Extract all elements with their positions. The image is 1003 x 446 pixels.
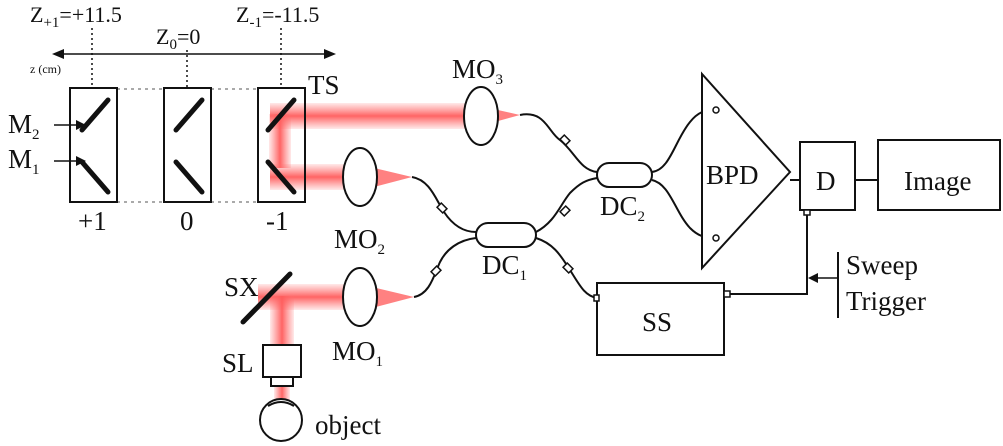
z-axis-arrow-right: [324, 49, 336, 59]
beam-mo2-focus: [370, 167, 412, 188]
mirror-m2-zero: [173, 97, 205, 133]
connector-1: [558, 133, 572, 147]
m1-arrow-head: [76, 156, 86, 166]
connector-5: [561, 261, 575, 275]
mirror-pair-minus1: [257, 87, 306, 203]
dc1-label: DC1: [482, 250, 527, 284]
mo2-lens: [342, 147, 378, 207]
object-label: object: [315, 410, 381, 440]
wire-ss-d: [730, 215, 808, 295]
sx-scanner-mirror: [240, 271, 293, 325]
beam-ts-vertical: [269, 114, 291, 168]
bpd-input-top: [712, 106, 720, 114]
bpd-input-bottom: [712, 234, 720, 242]
beam-ts-to-mo3: [270, 103, 480, 129]
position-zero-label: 0: [180, 206, 194, 236]
ss-label: SS: [642, 307, 672, 337]
position-plus1-label: +1: [78, 206, 107, 236]
bpd-label: BPD: [706, 160, 759, 190]
d-trigger-port: [803, 209, 811, 216]
mo1-lens: [342, 267, 378, 327]
sweep-trigger-arrow-head: [808, 273, 818, 283]
z-minus-label: Z-1=-11.5: [236, 2, 319, 31]
mirror-m1-zero: [173, 159, 205, 195]
sx-label: SX: [224, 272, 259, 302]
beam-sx-to-sl: [270, 296, 294, 346]
z-axis-label: z (cm): [30, 62, 61, 76]
z-plus-label: Z+1=+11.5: [30, 2, 122, 31]
d-digitizer: [799, 141, 856, 211]
object-eye-lens: [267, 401, 295, 407]
dc2-label: DC2: [600, 191, 645, 225]
d-label: D: [816, 166, 836, 196]
beam-mo1-focus: [372, 287, 414, 308]
mirror-m1-plus1: [79, 159, 111, 195]
fiber-mo2-dc1: [411, 176, 477, 233]
image-label: Image: [904, 166, 971, 196]
z-zero-label: Z0=0: [156, 24, 200, 53]
m2-label: M2: [8, 109, 40, 143]
dc2-coupler: [596, 162, 653, 188]
connector-4: [429, 264, 443, 278]
connector-2: [558, 204, 572, 218]
sl-label: SL: [222, 348, 254, 378]
position-minus1-label: -1: [266, 206, 289, 236]
ss-output-port: [723, 290, 731, 298]
trigger-label: Trigger: [846, 286, 926, 316]
ss-input-port: [593, 294, 600, 302]
bpd-detector: [701, 71, 792, 271]
fiber-dc1-dc2: [535, 177, 598, 233]
sl-lens-tip: [270, 376, 294, 387]
dc1-coupler: [475, 222, 537, 248]
ts-label: TS: [308, 70, 340, 100]
mirror-pair-plus1: [69, 87, 118, 203]
mo3-lens: [463, 86, 499, 146]
fiber-mo3-dc2: [519, 113, 598, 173]
z-axis-arrow-left: [52, 49, 64, 59]
mo1-label: MO1: [332, 336, 383, 370]
connector-3: [435, 201, 449, 215]
sl-lens-body: [262, 344, 302, 378]
m1-label: M1: [8, 144, 40, 178]
ss-swept-source: [596, 282, 725, 356]
sweep-label: Sweep: [846, 250, 918, 280]
fiber-mo1-dc1: [413, 237, 477, 298]
m2-arrow-head: [76, 120, 86, 130]
mirror-m1-minus1: [265, 159, 297, 195]
object-eye: [259, 398, 303, 442]
image-box: [877, 139, 1001, 211]
mo2-label: MO2: [334, 224, 385, 258]
mirror-m2-minus1: [265, 97, 297, 133]
mirror-m2-plus1: [79, 97, 111, 133]
mirror-pair-zero: [163, 87, 212, 203]
mo3-label: MO3: [452, 54, 503, 88]
